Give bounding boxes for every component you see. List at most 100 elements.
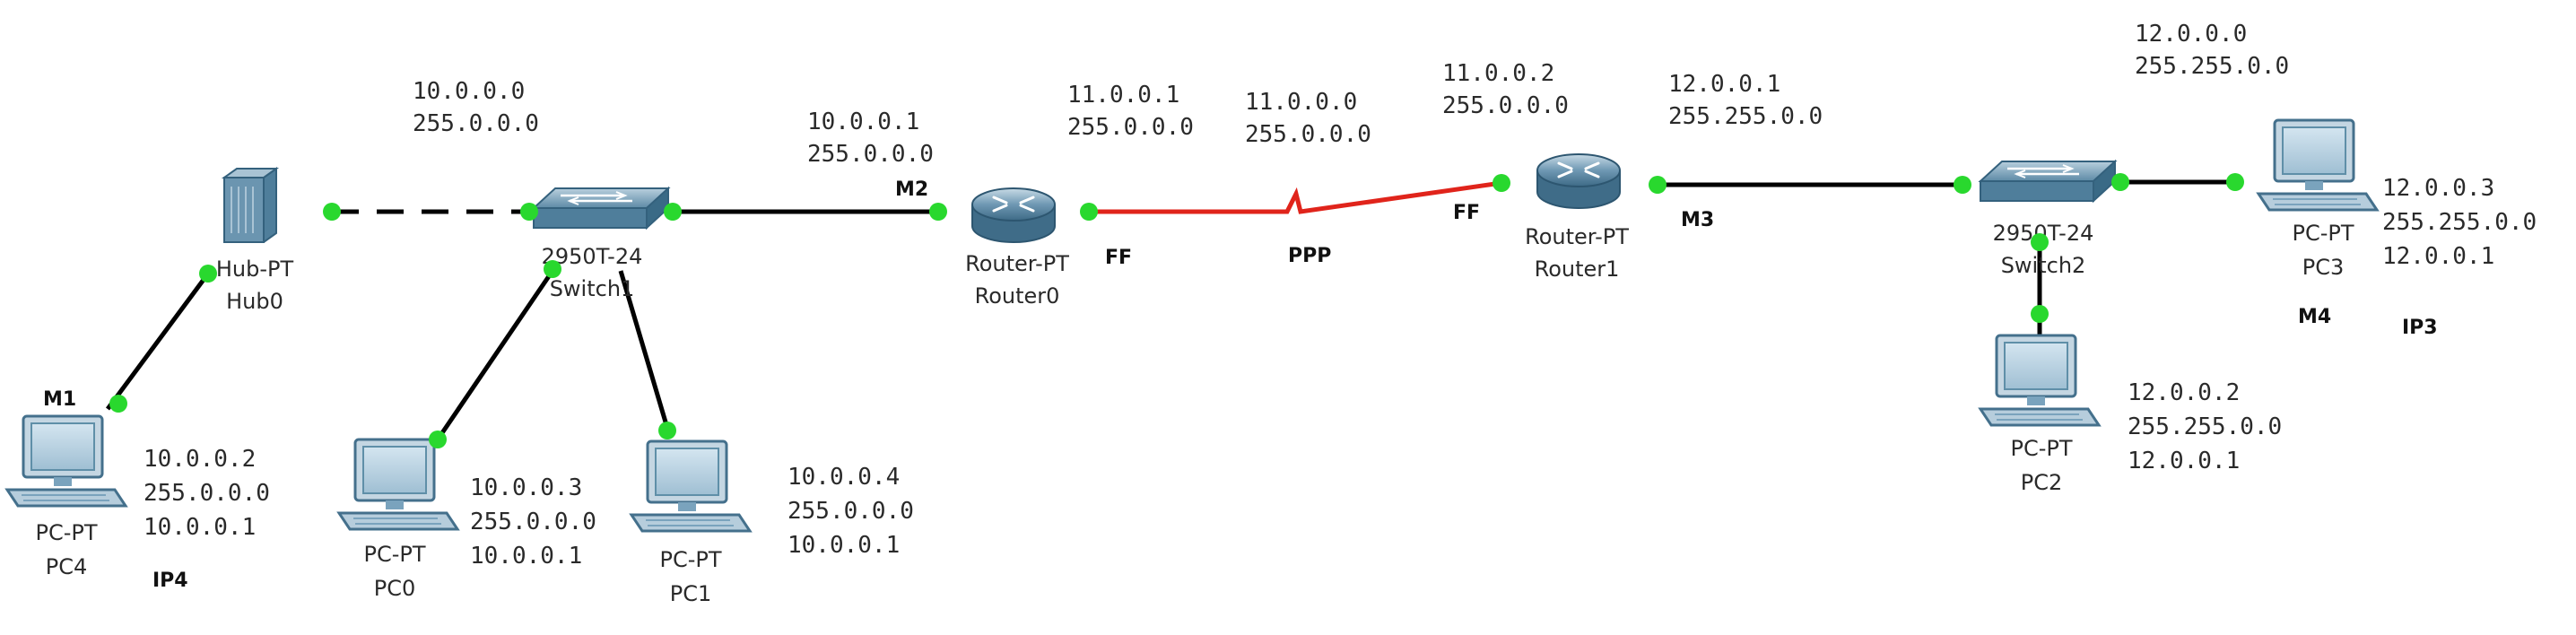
- address-notes: 10.0.0.0 255.0.0.0 10.0.0.1 255.0.0.0 11…: [144, 21, 2537, 570]
- note-line: 255.255.0.0: [2128, 413, 2282, 440]
- device-type-label: Router-PT: [965, 251, 1069, 276]
- tag-ppp: PPP: [1288, 245, 1331, 267]
- device-type-label: PC-PT: [2292, 221, 2354, 246]
- note-pc4-config: 10.0.0.2 255.0.0.0 10.0.0.1: [144, 446, 270, 541]
- pc-icon: [5, 414, 127, 508]
- note-line: 255.0.0.0: [413, 110, 539, 137]
- note-line: 10.0.0.1: [470, 543, 582, 570]
- note-line: 255.255.0.0: [2382, 209, 2537, 236]
- device-type-label: PC-PT: [659, 547, 721, 572]
- device-name-label: Router1: [1535, 257, 1620, 282]
- router-icon: [970, 187, 1057, 244]
- note-router0-wan: 11.0.0.1 255.0.0.0: [1067, 82, 1194, 141]
- tag-ip4: IP4: [152, 570, 188, 592]
- note-line: 255.255.0.0: [1668, 103, 1823, 130]
- hub-icon: [223, 168, 277, 243]
- switch-icon: [1979, 160, 2117, 203]
- note-pc0-config: 10.0.0.3 255.0.0.0 10.0.0.1: [470, 474, 596, 570]
- tag-m4: M4: [2298, 306, 2331, 328]
- pc-icon: [630, 439, 752, 533]
- note-line: 255.0.0.0: [470, 509, 596, 535]
- device-hub0[interactable]: Hub-PT Hub0: [216, 168, 294, 314]
- device-name-label: PC1: [670, 581, 712, 606]
- note-pc3-config: 12.0.0.3 255.255.0.0 12.0.0.1: [2382, 175, 2537, 270]
- port-indicator: [323, 203, 341, 221]
- port-indicator: [544, 260, 561, 278]
- pc-icon: [2257, 118, 2379, 212]
- port-indicator: [109, 395, 127, 413]
- device-type-label: PC-PT: [2010, 436, 2072, 461]
- port-indicators: [109, 173, 2244, 448]
- device-pc2[interactable]: PC-PT PC2: [1979, 334, 2101, 495]
- port-indicator: [2031, 233, 2049, 251]
- link-switch1-pc1: [618, 270, 672, 435]
- device-router1[interactable]: Router-PT Router1: [1525, 152, 1629, 282]
- device-switch1[interactable]: 2950T-24 Switch1: [532, 187, 670, 301]
- device-pc4[interactable]: PC-PT PC4: [5, 414, 127, 579]
- pc-icon: [1979, 334, 2101, 427]
- note-line: 10.0.0.1: [788, 532, 900, 559]
- device-router0[interactable]: Router-PT Router0: [965, 187, 1069, 309]
- note-line: 10.0.0.1: [807, 109, 919, 135]
- port-indicator: [664, 203, 682, 221]
- pc-icon: [337, 438, 459, 531]
- note-line: 11.0.0.1: [1067, 82, 1179, 109]
- device-name-label: Hub0: [226, 289, 283, 314]
- note-line: 11.0.0.0: [1245, 89, 1357, 116]
- port-indicator: [1493, 174, 1510, 192]
- device-type-label: PC-PT: [363, 542, 425, 567]
- device-pc3[interactable]: PC-PT PC3: [2257, 118, 2379, 280]
- note-network-11: 11.0.0.0 255.0.0.0: [1245, 89, 1371, 148]
- port-indicator: [2226, 173, 2244, 191]
- port-indicator: [2111, 173, 2129, 191]
- device-name-label: PC4: [46, 554, 88, 579]
- port-indicator: [429, 431, 447, 448]
- tag-m2: M2: [895, 178, 928, 201]
- note-pc2-config: 12.0.0.2 255.255.0.0 12.0.0.1: [2128, 379, 2282, 474]
- note-line: 255.0.0.0: [1245, 121, 1371, 148]
- note-line: 255.255.0.0: [2135, 53, 2289, 80]
- link-switch1-pc0: [435, 269, 555, 441]
- note-pc1-config: 10.0.0.4 255.0.0.0 10.0.0.1: [788, 464, 914, 559]
- note-network-12: 12.0.0.0 255.255.0.0: [2135, 21, 2289, 80]
- note-line: 255.0.0.0: [788, 498, 914, 525]
- device-switch2[interactable]: 2950T-24 Switch2: [1979, 160, 2117, 278]
- device-type-label: Hub-PT: [216, 257, 294, 282]
- note-line: 12.0.0.1: [2382, 243, 2494, 270]
- port-indicator: [520, 203, 538, 221]
- device-type-label: PC-PT: [35, 520, 97, 545]
- note-router1-lan: 12.0.0.1 255.255.0.0: [1668, 71, 1823, 130]
- device-name-label: Router0: [975, 283, 1060, 309]
- note-line: 255.0.0.0: [1442, 92, 1569, 119]
- tag-ff-right: FF: [1453, 202, 1480, 224]
- tag-ff-left: FF: [1105, 247, 1132, 269]
- note-line: 10.0.0.0: [413, 78, 525, 105]
- note-line: 12.0.0.1: [1668, 71, 1780, 98]
- note-line: 10.0.0.4: [788, 464, 900, 491]
- note-network-10: 10.0.0.0 255.0.0.0: [413, 78, 539, 137]
- tag-m1: M1: [43, 388, 76, 411]
- device-pc1[interactable]: PC-PT PC1: [630, 439, 752, 606]
- device-name-label: Switch1: [550, 276, 635, 301]
- tag-ip3: IP3: [2402, 317, 2438, 339]
- port-indicator: [199, 265, 217, 283]
- router-icon: [1536, 152, 1622, 210]
- device-pc0[interactable]: PC-PT PC0: [337, 438, 459, 601]
- tag-m3: M3: [1681, 209, 1714, 231]
- note-line: 10.0.0.2: [144, 446, 256, 473]
- port-indicator: [929, 203, 947, 221]
- note-line: 12.0.0.1: [2128, 448, 2240, 474]
- links: [105, 179, 2235, 441]
- port-indicator: [1649, 176, 1667, 194]
- switch-icon: [532, 187, 670, 230]
- device-name-label: PC3: [2302, 255, 2345, 280]
- link-router0-router1-ppp: [1089, 180, 1502, 214]
- device-name-label: PC2: [2021, 470, 2063, 495]
- interface-tags: M1 M2 M3 M4 FF FF PPP IP3 IP4: [43, 178, 2438, 592]
- note-router1-wan: 11.0.0.2 255.0.0.0: [1442, 60, 1569, 119]
- port-indicator: [2031, 305, 2049, 323]
- device-name-label: PC0: [374, 576, 416, 601]
- port-indicator: [1954, 176, 1971, 194]
- port-indicator: [1080, 203, 1098, 221]
